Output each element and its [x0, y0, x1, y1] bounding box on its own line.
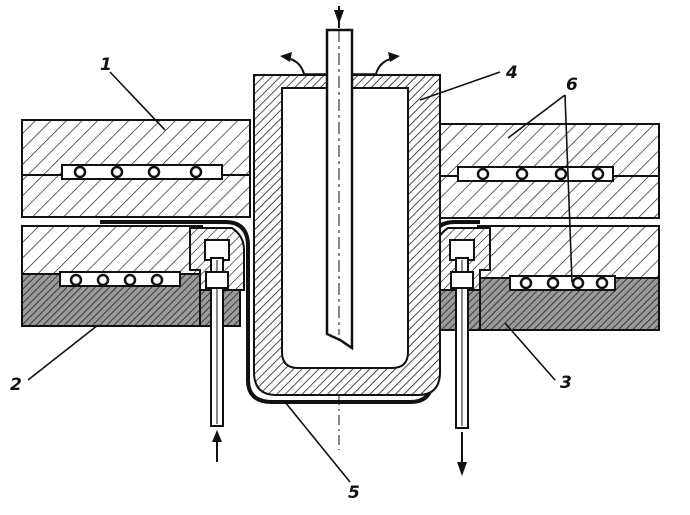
plunger-rod: [325, 28, 354, 351]
left-air-tube: [205, 257, 229, 427]
plunger-arrow-icon: [334, 6, 344, 28]
cup-mold: [253, 74, 441, 396]
outlet-arrow-icon: [457, 432, 467, 476]
label-3: 3: [560, 373, 572, 393]
right-upper-heating-coils: [457, 166, 614, 182]
label-6: 6: [566, 75, 578, 95]
right-air-tube: [450, 257, 474, 429]
leader-lines: [27, 71, 573, 483]
right-lower-heating-coils: [509, 275, 616, 291]
left-lower-heating-coils: [59, 271, 181, 287]
label-2: 2: [10, 375, 22, 395]
label-1: 1: [100, 55, 112, 75]
label-4: 4: [505, 63, 518, 83]
label-5: 5: [348, 483, 360, 503]
left-upper-heating-coils: [61, 164, 223, 180]
left-upper-plate: [21, 119, 251, 218]
inlet-arrow-icon: [212, 430, 222, 462]
vent-arrows-icon: [280, 52, 400, 75]
